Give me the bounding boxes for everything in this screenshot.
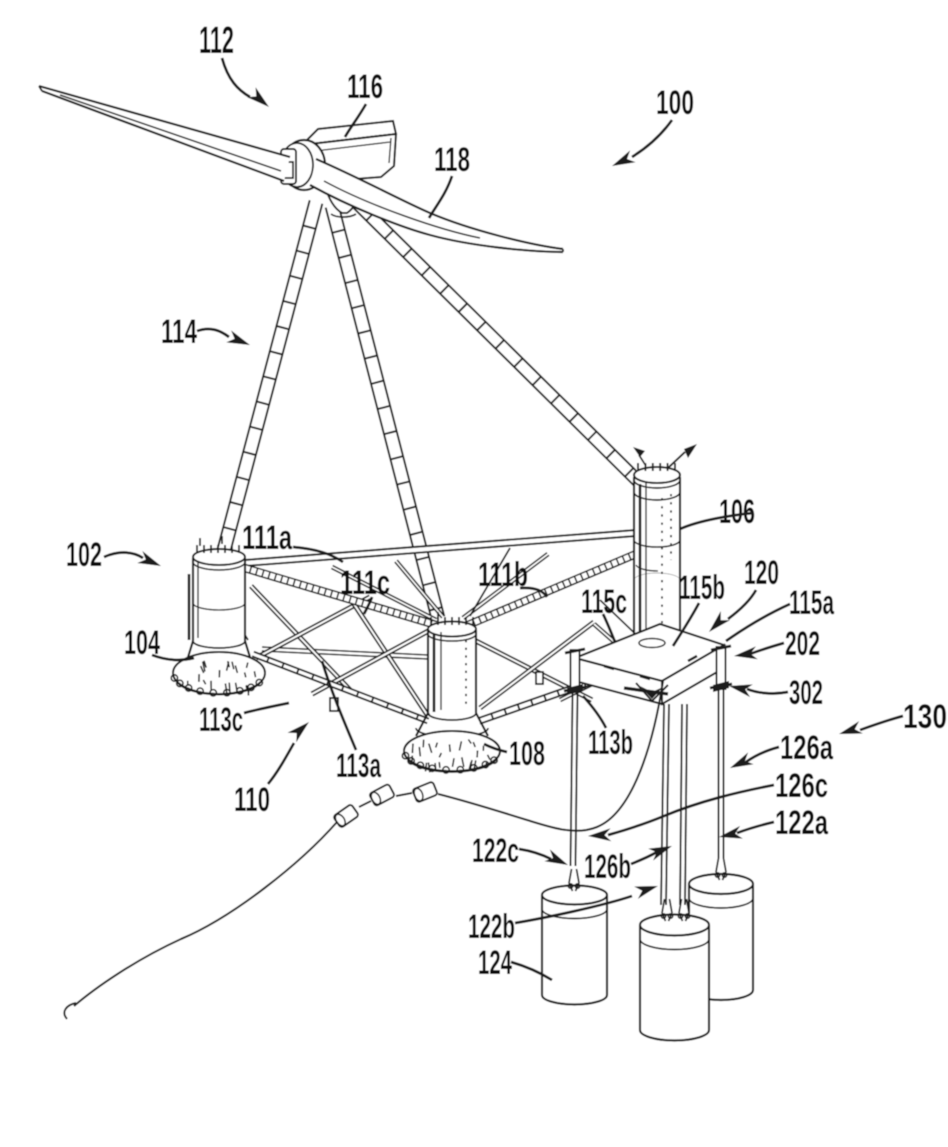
svg-text:126b: 126b bbox=[584, 848, 631, 886]
svg-text:110: 110 bbox=[234, 781, 270, 819]
svg-text:106: 106 bbox=[719, 493, 755, 531]
svg-text:116: 116 bbox=[347, 68, 383, 106]
svg-text:118: 118 bbox=[434, 141, 470, 179]
svg-text:122a: 122a bbox=[775, 804, 829, 842]
svg-text:122b: 122b bbox=[468, 908, 515, 946]
svg-text:111c: 111c bbox=[340, 564, 390, 602]
svg-text:114: 114 bbox=[161, 313, 197, 351]
svg-text:115b: 115b bbox=[679, 569, 725, 607]
svg-text:100: 100 bbox=[656, 84, 694, 122]
svg-text:126c: 126c bbox=[775, 767, 828, 805]
svg-text:111a: 111a bbox=[242, 519, 293, 557]
svg-text:113c: 113c bbox=[199, 701, 243, 739]
svg-text:102: 102 bbox=[66, 536, 102, 574]
svg-text:115a: 115a bbox=[789, 584, 835, 622]
svg-text:202: 202 bbox=[785, 625, 820, 663]
svg-text:302: 302 bbox=[789, 674, 823, 712]
svg-text:113b: 113b bbox=[588, 724, 633, 762]
svg-text:124: 124 bbox=[478, 944, 512, 982]
svg-text:111b: 111b bbox=[478, 556, 528, 594]
svg-text:120: 120 bbox=[744, 554, 779, 592]
svg-text:112: 112 bbox=[199, 20, 234, 62]
svg-text:108: 108 bbox=[509, 735, 545, 773]
svg-text:130: 130 bbox=[903, 698, 947, 736]
svg-text:122c: 122c bbox=[472, 832, 519, 870]
svg-text:126a: 126a bbox=[780, 729, 834, 767]
svg-text:113a: 113a bbox=[336, 747, 382, 785]
